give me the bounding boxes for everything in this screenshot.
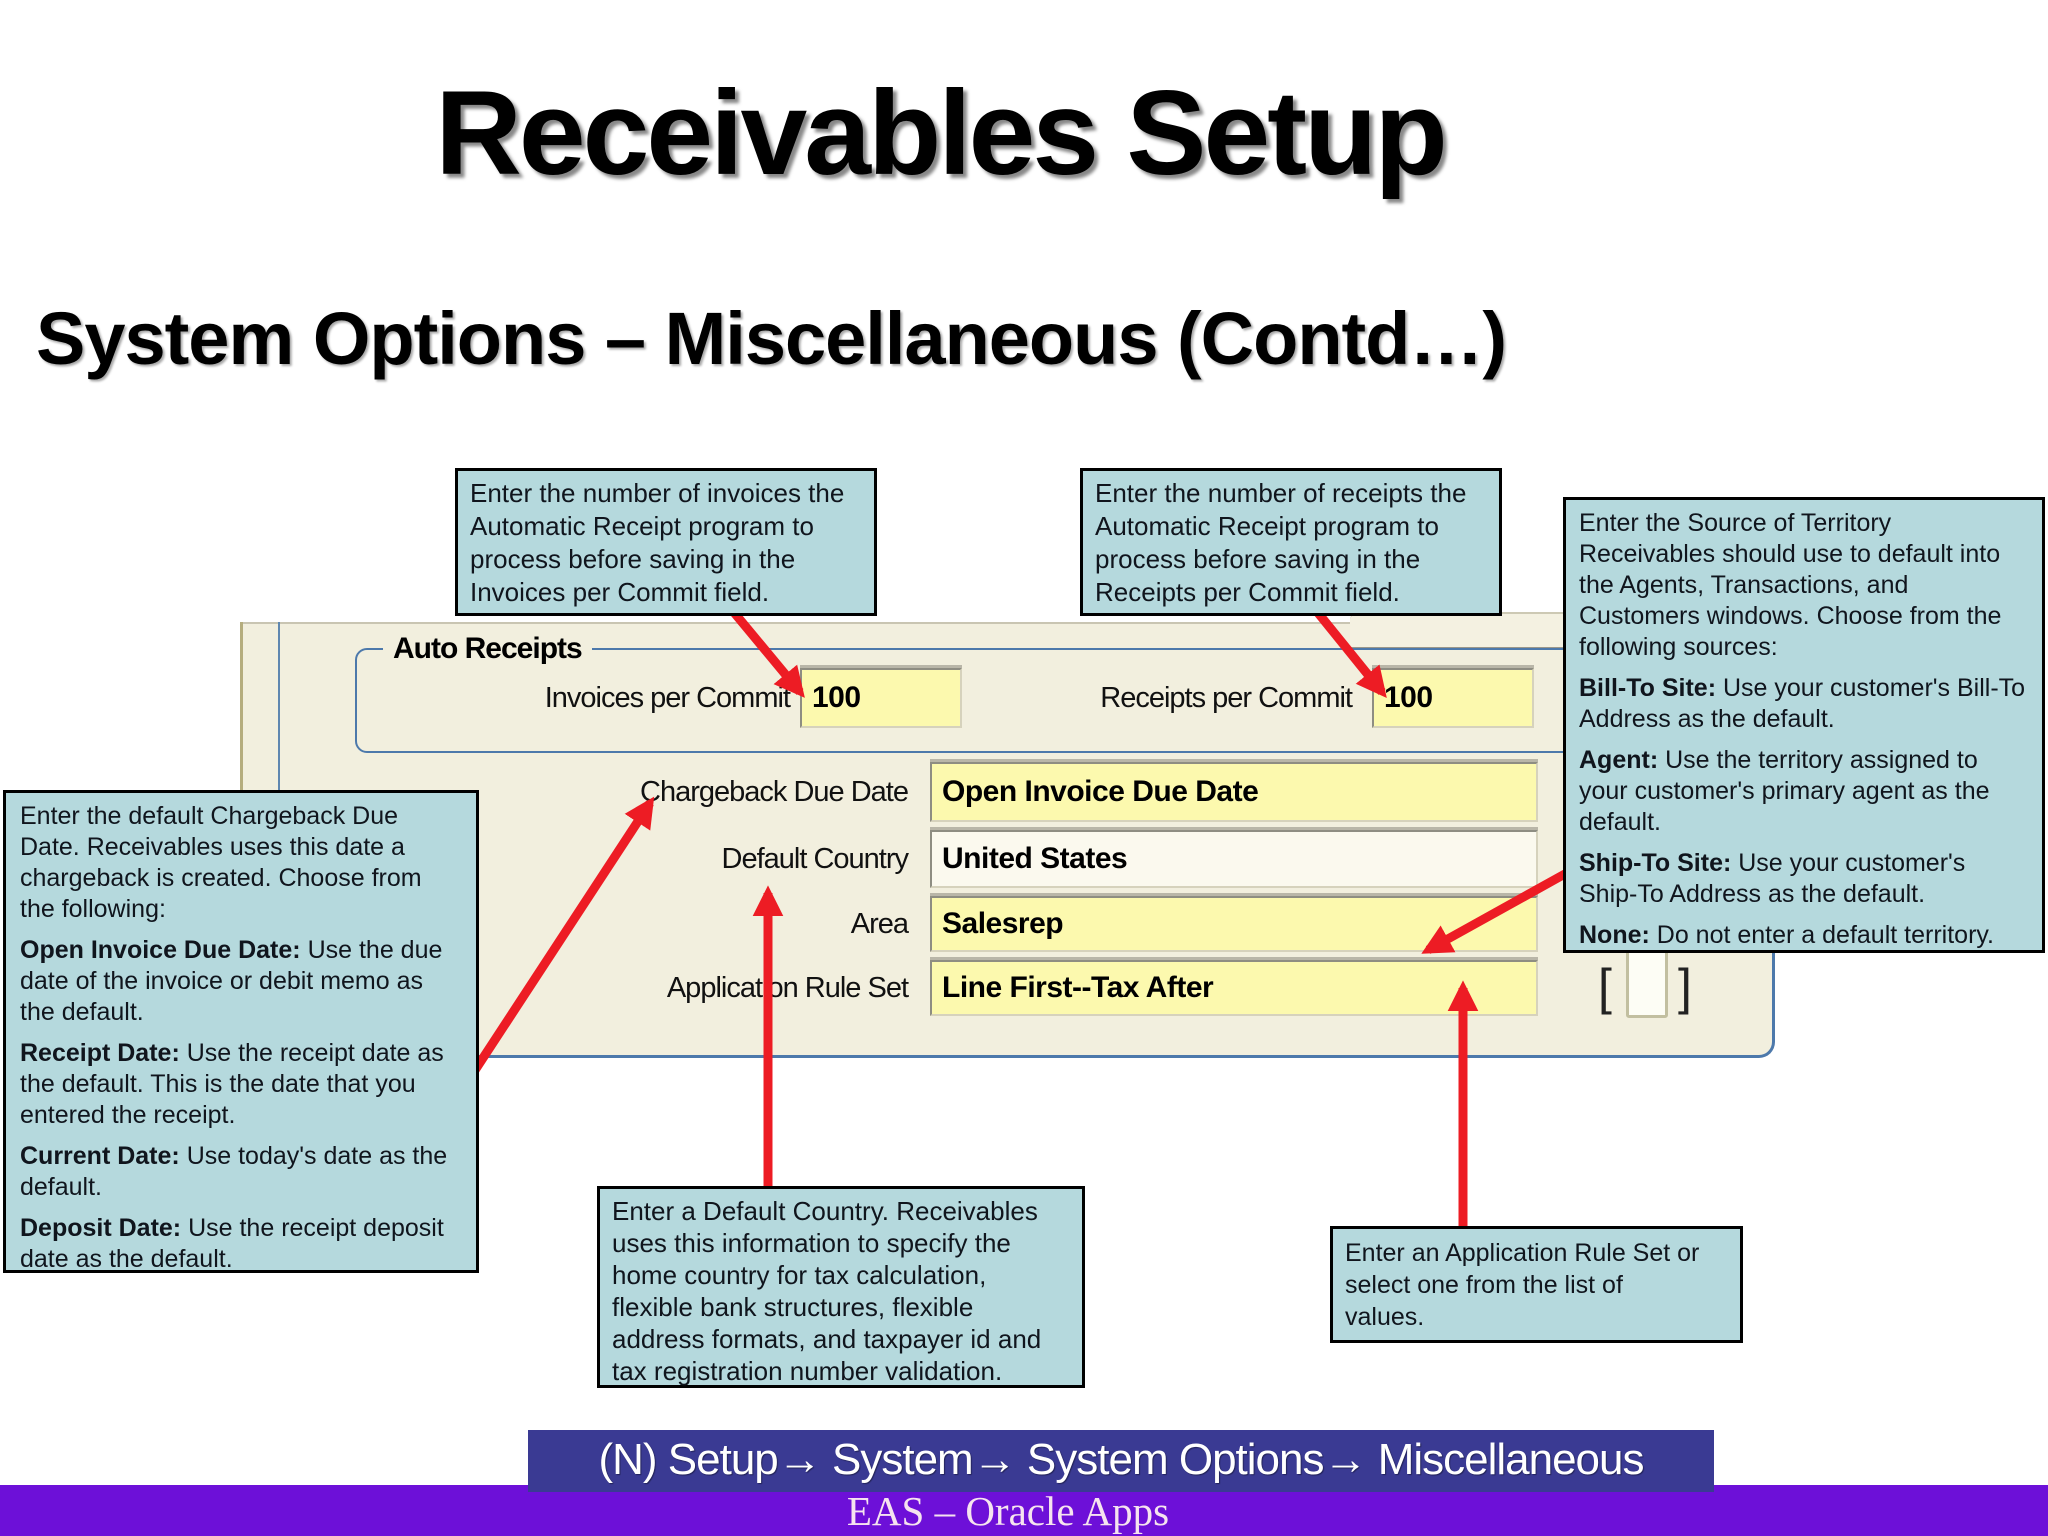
callout-item-ship-to-site: Ship-To Site: Use your customer's Ship-T…: [1579, 848, 2029, 910]
flexfield-open-bracket: [: [1598, 959, 1612, 1015]
callout-item-deposit-date: Deposit Date: Use the receipt deposit da…: [20, 1213, 462, 1275]
desc: Do not enter a default territory.: [1649, 921, 1994, 949]
desc: Use the due date of the invoice or debit…: [20, 936, 443, 1026]
form-top-tab: [1350, 612, 1565, 650]
desc: Use today's date as the default.: [20, 1142, 448, 1201]
callout-default-country: Enter a Default Country. Receivables use…: [597, 1186, 1085, 1388]
default-country-label: Default Country: [721, 843, 910, 875]
term: None:: [1579, 921, 1650, 949]
auto-receipts-group: Auto Receipts: [355, 632, 1775, 753]
callout-intro: Enter the default Chargeback Due Date. R…: [20, 802, 422, 923]
default-country-field[interactable]: United States: [930, 830, 1538, 888]
callout-application-rule-set: Enter an Application Rule Set or select …: [1330, 1226, 1743, 1343]
term: Open Invoice Due Date:: [20, 936, 301, 964]
term: Ship-To Site:: [1579, 849, 1732, 877]
callout-text: Enter the number of invoices the Automat…: [470, 478, 845, 607]
chargeback-due-date-field[interactable]: Open Invoice Due Date: [930, 762, 1538, 822]
receipts-per-commit-label: Receipts per Commit: [1100, 682, 1353, 714]
application-rule-set-label: Application Rule Set: [666, 972, 909, 1004]
callout-intro: Enter the Source of Territory Receivable…: [1579, 509, 2002, 661]
area-field[interactable]: Salesrep: [930, 896, 1538, 952]
navigation-path-bar: (N) Setup→ System→ System Options→ Misce…: [528, 1430, 1714, 1492]
desc: Use the receipt deposit date as the defa…: [20, 1214, 444, 1273]
desc: Use the receipt date as the default. Thi…: [20, 1039, 444, 1129]
form-left-border: [278, 622, 280, 792]
desc: Use your customer's Ship-To Address as t…: [1579, 849, 1966, 908]
callout-text: Enter the number of receipts the Automat…: [1095, 478, 1467, 607]
callout-chargeback-due-date: Enter the default Chargeback Due Date. R…: [3, 790, 479, 1273]
callout-source-of-territory: Enter the Source of Territory Receivable…: [1563, 497, 2045, 953]
term: Current Date:: [20, 1142, 180, 1170]
invoices-per-commit-label: Invoices per Commit: [544, 682, 791, 714]
footer-brand: EAS – Oracle Apps: [846, 1488, 1170, 1534]
callout-item-current-date: Current Date: Use today's date as the de…: [20, 1141, 462, 1203]
callout-item-open-invoice-due-date: Open Invoice Due Date: Use the due date …: [20, 935, 462, 1028]
callout-text: Enter an Application Rule Set or select …: [1345, 1239, 1700, 1331]
chargeback-due-date-label: Chargeback Due Date: [640, 776, 909, 808]
receipts-per-commit-field[interactable]: 100: [1372, 668, 1534, 728]
desc: Use your customer's Bill-To Address as t…: [1579, 674, 2026, 733]
footer-bar: EAS – Oracle Apps: [0, 1485, 2048, 1536]
callout-invoices-per-commit: Enter the number of invoices the Automat…: [455, 468, 877, 616]
callout-receipts-per-commit: Enter the number of receipts the Automat…: [1080, 468, 1502, 616]
callout-item-receipt-date: Receipt Date: Use the receipt date as th…: [20, 1038, 462, 1131]
term: Deposit Date:: [20, 1214, 182, 1242]
term: Bill-To Site:: [1579, 674, 1717, 702]
page-subtitle: System Options – Miscellaneous (Contd…): [36, 297, 1507, 380]
auto-receipts-legend: Auto Receipts: [383, 632, 592, 666]
desc: Use the territory assigned to your custo…: [1579, 746, 1990, 836]
descriptive-flexfield-box[interactable]: [1626, 950, 1668, 1018]
flexfield-close-bracket: ]: [1678, 959, 1692, 1015]
application-rule-set-field[interactable]: Line First--Tax After: [930, 960, 1538, 1016]
area-label: Area: [850, 908, 909, 940]
callout-text: Enter a Default Country. Receivables use…: [612, 1196, 1042, 1386]
page-title: Receivables Setup: [435, 66, 1448, 200]
term: Receipt Date:: [20, 1039, 180, 1067]
term: Agent:: [1579, 746, 1659, 774]
invoices-per-commit-field[interactable]: 100: [800, 668, 962, 728]
callout-item-agent: Agent: Use the territory assigned to you…: [1579, 745, 2029, 838]
callout-item-none: None: Do not enter a default territory.: [1579, 920, 2029, 951]
callout-item-bill-to-site: Bill-To Site: Use your customer's Bill-T…: [1579, 673, 2029, 735]
